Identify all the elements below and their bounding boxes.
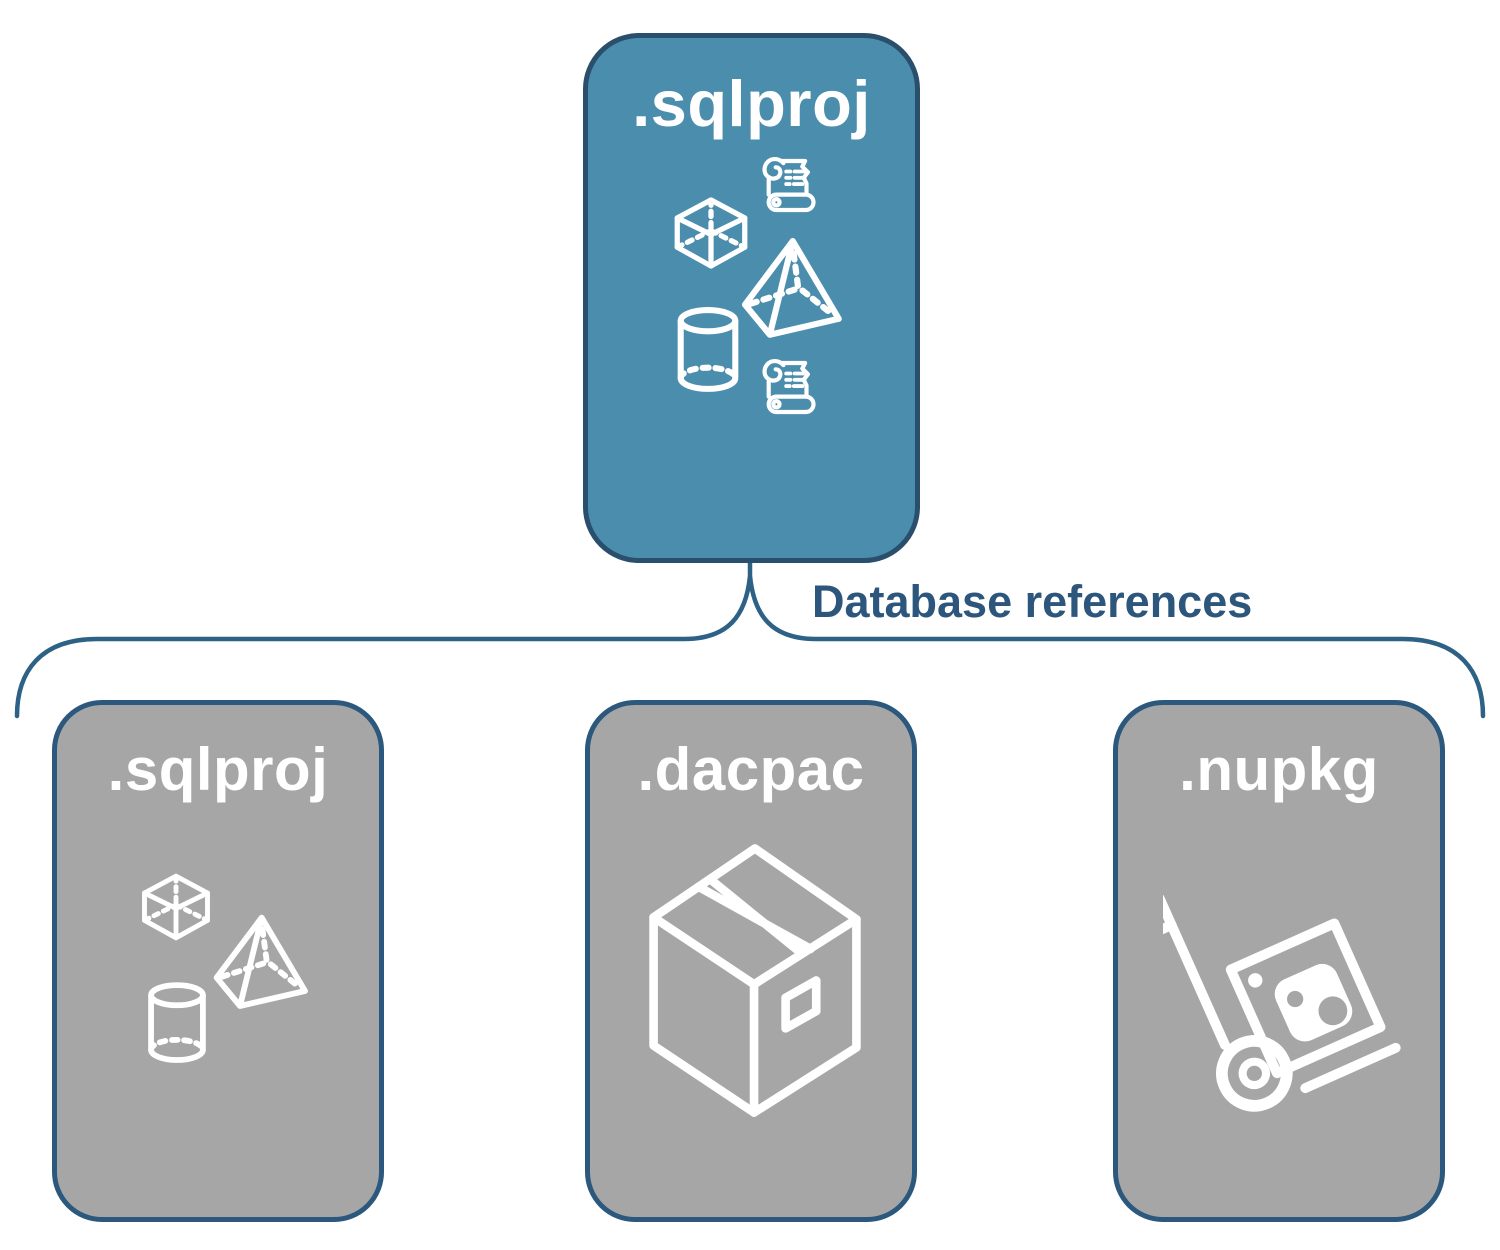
pyramid-icon <box>217 918 305 1006</box>
connector-label: Database references <box>812 576 1253 627</box>
root-card-title: .sqlproj <box>632 67 871 140</box>
child-card-title: .dacpac <box>637 736 865 803</box>
scroll-icon <box>765 159 814 210</box>
cylinder-icon <box>151 985 203 1060</box>
cube-icon <box>677 200 745 266</box>
child-card-title: .sqlproj <box>107 736 329 803</box>
brace-path <box>14 563 1486 719</box>
scroll-icon <box>765 361 814 412</box>
child-card-title: .nupkg <box>1179 736 1379 803</box>
child-card-dacpac: .dacpac <box>585 700 917 1222</box>
hand-truck-icon <box>1119 836 1396 1129</box>
package-box-icon <box>654 848 857 1112</box>
nupkg-icon-cluster <box>1118 705 1440 1217</box>
root-icon-cluster <box>588 38 915 558</box>
child-card-sqlproj: .sqlproj <box>52 700 384 1222</box>
root-card-sqlproj: .sqlproj <box>583 33 920 563</box>
cylinder-icon <box>681 310 736 389</box>
pyramid-icon <box>745 241 839 335</box>
cube-icon <box>145 876 208 938</box>
dacpac-icon-cluster <box>590 705 912 1217</box>
sqlproj-icon-cluster <box>57 705 379 1217</box>
child-card-nupkg: .nupkg <box>1113 700 1445 1222</box>
